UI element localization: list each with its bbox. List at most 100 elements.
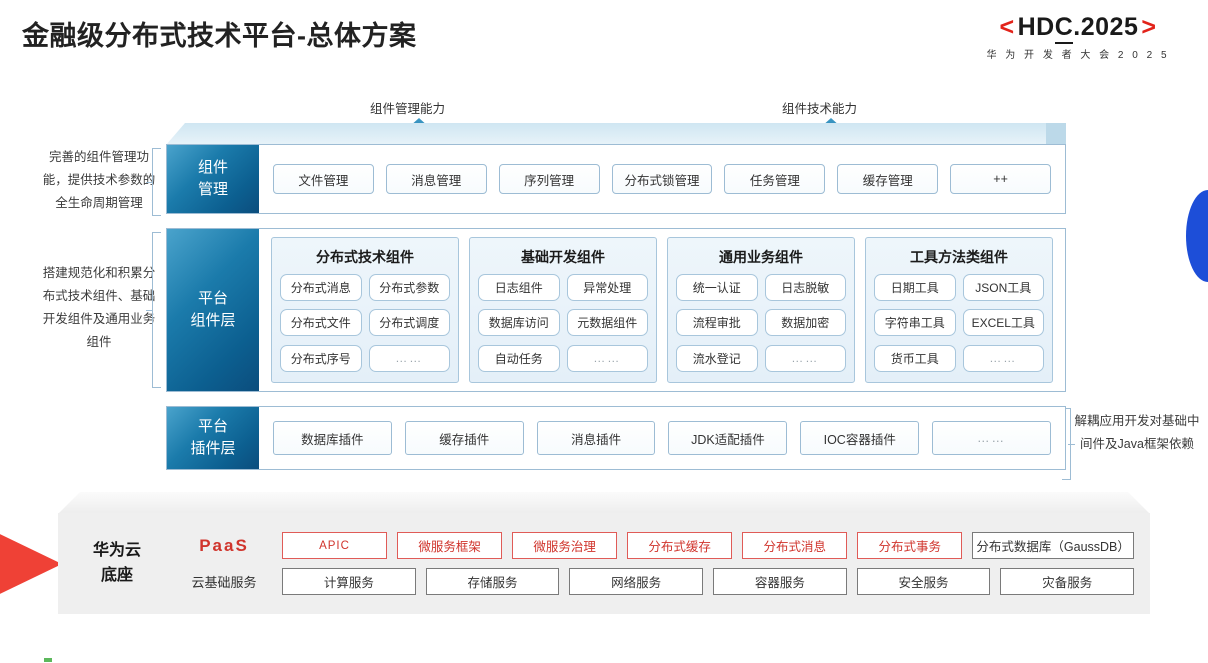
component-group-grid: 日志组件异常处理数据库访问元数据组件自动任务…… [478, 274, 648, 374]
layer-tag-line2: 插件层 [190, 440, 236, 457]
component-chip[interactable]: …… [566, 344, 648, 372]
component-chip[interactable]: 流程审批 [676, 309, 758, 337]
brace-left-bottom-stem [146, 310, 153, 311]
layer-tag-line2: 管理 [197, 181, 228, 198]
component-group: 分布式技术组件分布式消息分布式参数分布式文件分布式调度分布式序号…… [271, 237, 459, 383]
component-group-title: 通用业务组件 [719, 249, 803, 265]
plugin-chip[interactable]: JDK适配插件 [668, 421, 788, 455]
mgmt-chip[interactable]: 任务管理 [724, 164, 826, 194]
paas-chip[interactable]: 微服务治理 [512, 532, 618, 559]
paas-chip[interactable]: APIC [282, 532, 388, 559]
component-chip[interactable]: 货币工具 [874, 344, 956, 372]
base-row-paas: PaaS APIC 微服务框架微服务治理分布式缓存分布式消息分布式事务分布式数据库… [176, 532, 1134, 559]
side-note-left-bottom: 搭建规范化和积累分布式技术组件、基础开发组件及通用业务组件 [42, 266, 156, 350]
side-note-right: 解耦应用开发对基础中间件及Java框架依赖 [1074, 414, 1200, 452]
hdc-logo-text-a: HD [1017, 13, 1055, 41]
panel-right-bevel [1046, 123, 1066, 145]
component-chip[interactable]: 分布式调度 [368, 309, 450, 337]
component-chip[interactable]: 日期工具 [874, 274, 956, 301]
paas-chip[interactable]: 分布式事务 [857, 532, 963, 559]
paas-chip[interactable]: 微服务框架 [397, 532, 503, 559]
mgmt-chip[interactable]: 缓存管理 [837, 164, 939, 194]
green-tick-decoration [44, 658, 52, 662]
component-chip[interactable]: 分布式消息 [280, 274, 362, 301]
component-chip[interactable]: 分布式序号 [280, 344, 362, 372]
component-chip[interactable]: 字符串工具 [874, 309, 956, 337]
layer-tag-platform-plugins: 平台 插件层 [167, 407, 259, 469]
blue-circle-decoration [1186, 190, 1208, 282]
base-panel-bevel [58, 492, 1150, 514]
plugin-chip[interactable]: IOC容器插件 [800, 421, 920, 455]
plugin-chip[interactable]: 缓存插件 [404, 421, 524, 455]
panel-top-bevel [166, 123, 1064, 145]
component-chip[interactable]: 数据库访问 [478, 309, 560, 337]
plugin-chip[interactable]: 数据库插件 [273, 421, 392, 455]
layer-platform-components: 平台 组件层 分布式技术组件分布式消息分布式参数分布式文件分布式调度分布式序号…… [166, 228, 1066, 392]
component-chip[interactable]: 分布式参数 [368, 274, 450, 301]
layer-tag-line1: 平台 [197, 290, 228, 308]
hdc-logo-text-b: .2025 [1073, 13, 1139, 41]
component-chip[interactable]: 分布式文件 [280, 309, 362, 337]
cloud-service-chip[interactable]: 灾备服务 [1000, 568, 1135, 595]
component-chip[interactable]: 元数据组件 [566, 309, 648, 337]
base-title-line2: 底座 [100, 566, 133, 584]
angle-bracket-left-icon: < [999, 13, 1015, 41]
layer-tag-line1: 组件 [197, 159, 228, 177]
base-title-line1: 华为云 [92, 541, 141, 559]
layer-tag-platform-components: 平台 组件层 [167, 229, 259, 391]
cloud-service-chip[interactable]: 存储服务 [425, 568, 560, 595]
brace-right-stem [1068, 444, 1075, 445]
layer-platform-plugins: 平台 插件层 数据库插件缓存插件消息插件 JDK适配插件 IOC容器插件 …… [166, 406, 1066, 470]
mgmt-chip[interactable]: 序列管理 [498, 164, 600, 194]
base-panel-huawei-cloud: 华为云 底座 PaaS APIC 微服务框架微服务治理分布式缓存分布式消息分布式事… [58, 513, 1150, 614]
cloud-service-chip[interactable]: 容器服务 [713, 568, 847, 595]
layer-body-component-management: 文件管理消息管理序列管理分布式锁管理任务管理缓存管理 ++ [259, 145, 1065, 213]
cloud-service-chip[interactable]: 安全服务 [856, 568, 991, 595]
paas-chip[interactable]: 分布式消息 [742, 532, 848, 559]
component-group-title: 分布式技术组件 [316, 249, 414, 265]
arrow-label-management: 组件管理能力 [370, 102, 446, 116]
component-chip[interactable]: …… [764, 344, 846, 372]
base-panel-title: 华为云 底座 [58, 539, 176, 589]
mgmt-chip[interactable]: 文件管理 [273, 164, 374, 194]
hdc-logo: <HDC.2025> 华 为 开 发 者 大 会 2 0 2 5 [962, 13, 1194, 62]
side-note-left-top: 完善的组件管理功能，提供技术参数的全生命周期管理 [42, 150, 156, 211]
layer-tag-line1: 平台 [197, 418, 228, 436]
plugin-chip[interactable]: …… [932, 421, 1051, 455]
mgmt-chip[interactable]: 分布式锁管理 [611, 164, 713, 194]
hdc-logo-subtitle: 华 为 开 发 者 大 会 2 0 2 5 [986, 50, 1170, 62]
component-chip[interactable]: 流水登记 [676, 344, 758, 372]
mgmt-chip[interactable]: 消息管理 [385, 164, 487, 194]
red-wedge-decoration [0, 512, 62, 616]
page-title: 金融级分布式技术平台-总体方案 [22, 21, 417, 51]
component-chip[interactable]: 自动任务 [478, 344, 560, 372]
brace-left-top [152, 148, 161, 216]
hdc-logo-main: <HDC.2025> [962, 13, 1194, 44]
plugin-chip[interactable]: 消息插件 [536, 421, 656, 455]
component-group: 通用业务组件统一认证日志脱敏流程审批数据加密流水登记…… [667, 237, 855, 383]
component-group-title: 基础开发组件 [521, 249, 605, 265]
base-row-cloud: 云基础服务 计算服务存储服务网络服务容器服务安全服务灾备服务 [176, 568, 1135, 595]
paas-chip[interactable]: 分布式数据库（GaussDB） [972, 532, 1134, 559]
component-chip[interactable]: …… [962, 344, 1044, 372]
component-chip[interactable]: 日志组件 [478, 274, 560, 301]
component-group-grid: 分布式消息分布式参数分布式文件分布式调度分布式序号…… [280, 274, 450, 374]
brace-left-top-stem [146, 182, 153, 183]
cloud-service-chip[interactable]: 网络服务 [569, 568, 704, 595]
layer-tag-line2: 组件层 [190, 312, 236, 329]
component-chip[interactable]: …… [368, 344, 450, 372]
component-chip[interactable]: 异常处理 [566, 274, 648, 301]
component-chip[interactable]: 数据加密 [764, 309, 846, 337]
mgmt-chip[interactable]: ++ [950, 164, 1052, 194]
paas-chip[interactable]: 分布式缓存 [627, 532, 733, 559]
layer-component-management: 组件 管理 文件管理消息管理序列管理分布式锁管理任务管理缓存管理 ++ [166, 144, 1066, 214]
cloud-service-chip[interactable]: 计算服务 [282, 568, 416, 595]
component-chip[interactable]: 统一认证 [676, 274, 758, 301]
component-chip[interactable]: 日志脱敏 [764, 274, 846, 301]
base-row-label-cloud: 云基础服务 [191, 575, 257, 590]
component-chip[interactable]: EXCEL工具 [962, 309, 1044, 337]
component-chip[interactable]: JSON工具 [962, 274, 1044, 301]
base-row-label-paas: PaaS [199, 535, 249, 555]
